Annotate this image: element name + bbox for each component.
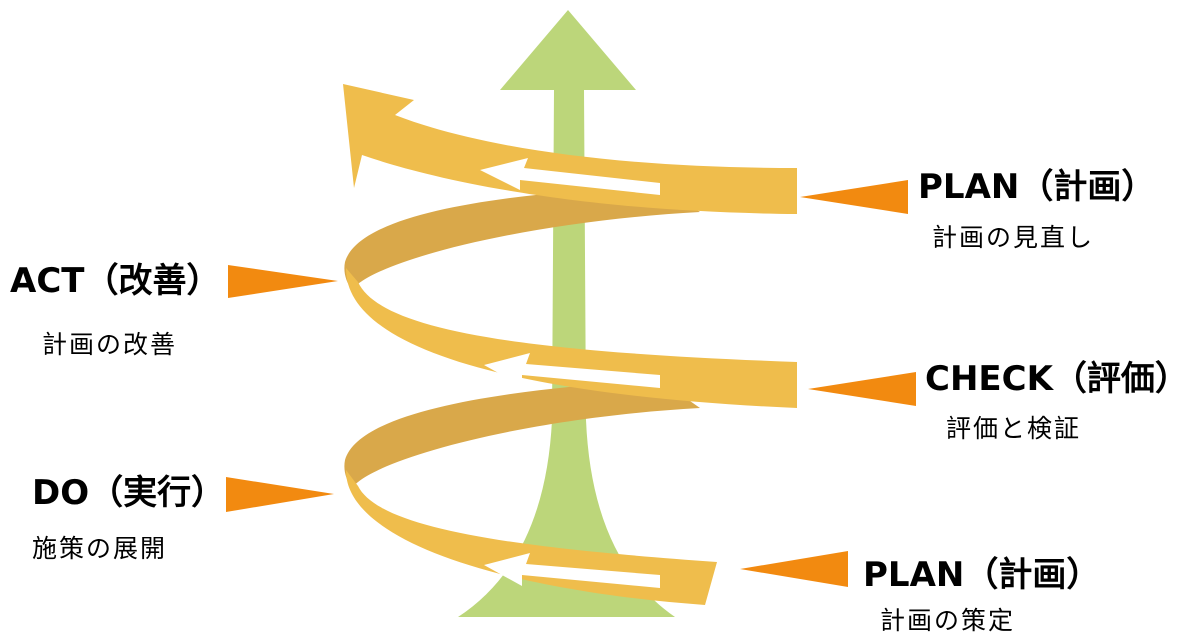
inner-arrow-bottom	[484, 553, 660, 588]
stage-title-plan-bottom: PLAN（計画）	[863, 555, 1101, 595]
stage-subtitle-plan-bottom: 計画の策定	[880, 606, 1016, 634]
stage-title-do: DO（実行）	[32, 473, 226, 513]
stage-subtitle-check: 評価と検証	[946, 414, 1082, 443]
growth-arrow	[458, 10, 675, 617]
spiral-front-segment-top	[343, 84, 797, 214]
pointer-plan-bottom	[740, 551, 848, 587]
stage-subtitle-do: 施策の展開	[32, 534, 168, 563]
inner-arrow-top	[480, 158, 660, 195]
pointer-do	[226, 477, 334, 512]
stage-title-plan-top: PLAN（計画）	[918, 167, 1156, 207]
spiral-front-segment-bottom	[345, 470, 717, 605]
spiral-front-band-middle	[520, 362, 797, 382]
inner-direction-arrows	[480, 158, 660, 588]
stage-title-act: ACT（改善）	[10, 261, 221, 301]
stage-subtitle-plan-top: 計画の見直し	[932, 223, 1095, 252]
pointer-check	[808, 372, 916, 406]
pointer-plan-top	[800, 180, 908, 214]
inner-arrow-middle	[484, 353, 660, 388]
stage-pointers	[226, 180, 916, 587]
stage-subtitle-act: 計画の改善	[42, 330, 178, 359]
spiral-back-segment-upper	[344, 186, 700, 290]
spiral-back-segment-lower	[344, 380, 700, 488]
stage-title-check: CHECK（評価）	[925, 359, 1189, 399]
pointer-act	[228, 265, 338, 298]
